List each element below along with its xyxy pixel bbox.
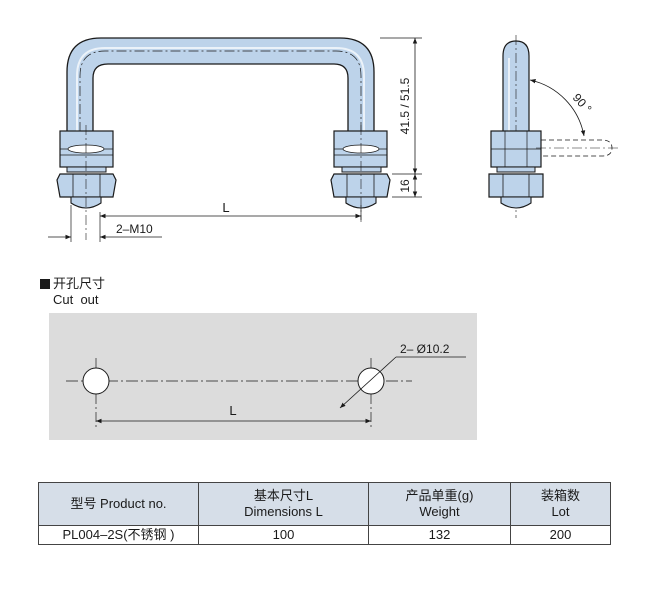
dim-angle-label: 90 ° (570, 91, 595, 116)
handle-front-view: L 2–M10 41.5 / 51.5 16 (48, 37, 422, 242)
cell-weight: 132 (368, 525, 511, 545)
cutout-hole-right (357, 367, 385, 395)
cutout-dim-L-label: L (229, 403, 236, 418)
cutout-panel: 2– Ø10.2 L (49, 313, 477, 440)
bullet-square-icon (40, 279, 50, 289)
left-boss (56, 130, 117, 209)
cutout-hole-left (82, 367, 110, 395)
dim-nut-label: 16 (398, 179, 412, 193)
header-product-no: 型号 Product no. (38, 482, 199, 526)
hole-diameter-label: 2– Ø10.2 (400, 342, 450, 356)
cell-lot: 200 (510, 525, 611, 545)
handle-side-view: 90 ° (488, 35, 618, 218)
dim-L-label: L (222, 200, 229, 215)
right-boss (330, 130, 391, 209)
cutout-title-en: Cut out (53, 292, 99, 307)
header-weight: 产品单重(g)Weight (368, 482, 511, 526)
cutout-title-cn: 开孔尺寸 (40, 276, 105, 292)
cell-product-no: PL004–2S(不锈钢 ) (38, 525, 199, 545)
dim-thread-label: 2–M10 (116, 222, 153, 236)
cell-dimension: 100 (198, 525, 369, 545)
cutout-heading: 开孔尺寸 Cut out (40, 276, 105, 308)
dim-height-label: 41.5 / 51.5 (398, 77, 412, 134)
table-row: PL004–2S(不锈钢 ) 100 132 200 (38, 525, 611, 545)
